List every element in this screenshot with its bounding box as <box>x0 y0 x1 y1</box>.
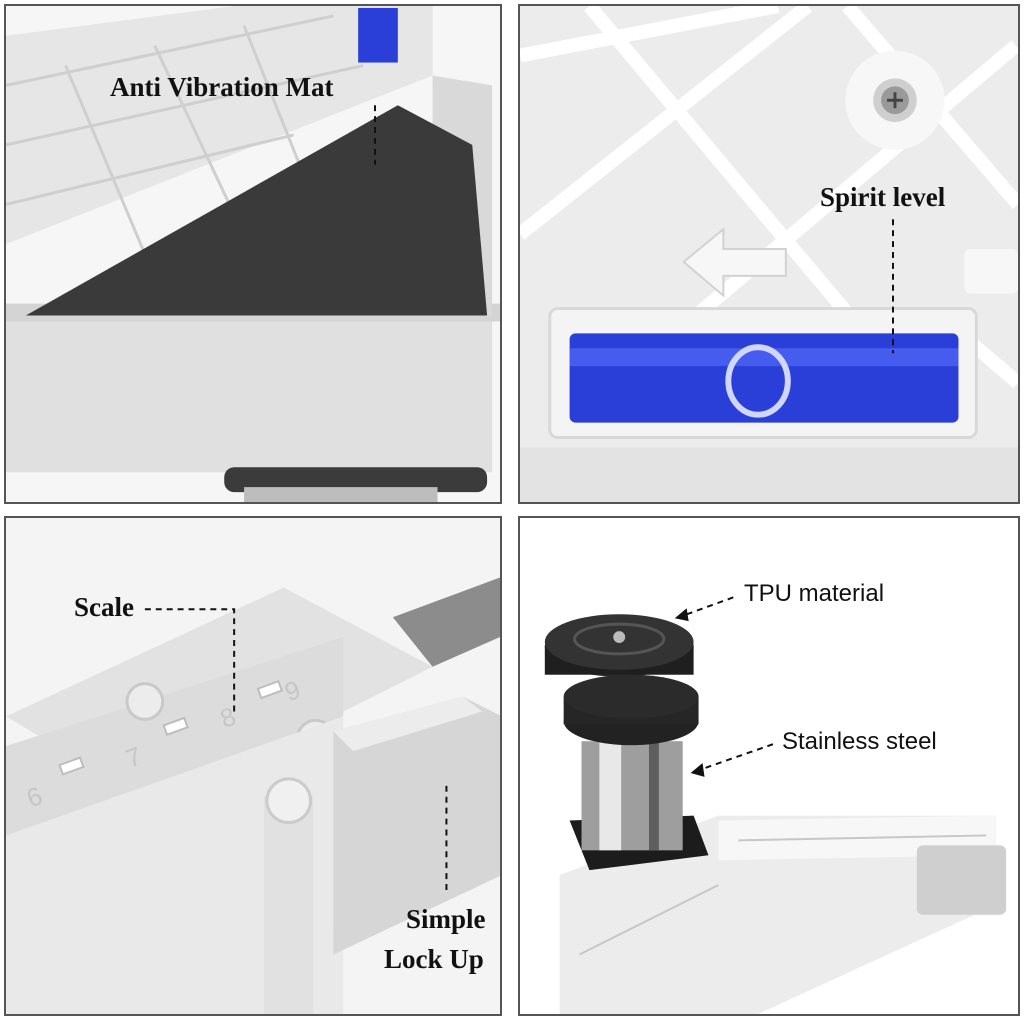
panel-spirit-level: Spirit level <box>518 4 1020 504</box>
panel-scale-lock: 6 7 8 9 Scale Simple Lock Up <box>4 516 502 1016</box>
stainless-steel-column <box>581 741 683 851</box>
simple-lock-label-line1: Simple <box>406 904 486 934</box>
arrow-left-icon <box>682 227 787 298</box>
tpu-material-label: TPU material <box>744 580 885 607</box>
mat-illustration <box>6 6 500 502</box>
panel-anti-vibration-mat: Anti Vibration Mat <box>4 4 502 504</box>
spirit-level-illustration <box>520 6 1018 502</box>
lock-clip <box>333 696 500 955</box>
stainless-steel-label: Stainless steel <box>782 728 937 755</box>
adjustable-foot-illustration <box>520 518 1018 1014</box>
spirit-level-label: Spirit level <box>820 182 946 212</box>
spirit-level-bubble <box>725 344 791 418</box>
scale-lock-illustration: 6 7 8 9 <box>6 518 500 1014</box>
simple-lock-label-line2: Lock Up <box>384 944 484 974</box>
scale-label: Scale <box>74 592 134 622</box>
anti-vibration-mat-label: Anti Vibration Mat <box>110 72 334 102</box>
panel-adjustable-foot: TPU material Stainless steel <box>518 516 1020 1016</box>
anti-vibration-mat-shape <box>25 105 488 316</box>
